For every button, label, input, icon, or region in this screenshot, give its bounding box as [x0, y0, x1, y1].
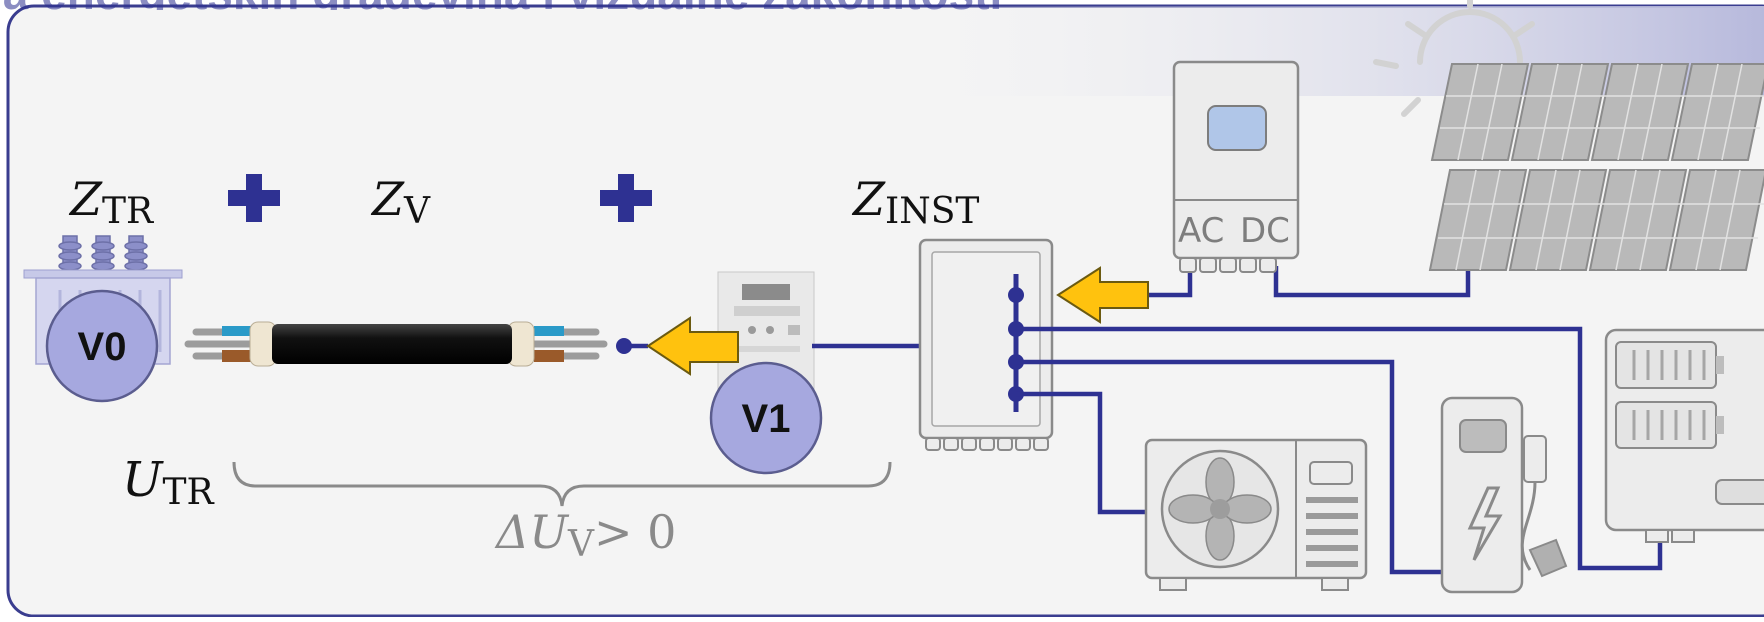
z-tr-label: ZTR	[68, 172, 154, 232]
solar-panels	[1428, 63, 1764, 271]
voltage-drop-brace	[232, 461, 892, 507]
title-fragment: ja energetskih građevina i vizualne zako…	[0, 0, 1764, 10]
cable	[184, 321, 608, 367]
heat-pump-unit	[1144, 438, 1368, 591]
voltage-drop-label: ΔUV> 0	[494, 505, 676, 565]
plus-icon	[228, 174, 280, 222]
power-flow-arrow	[1056, 266, 1149, 324]
lightning-icon	[1467, 486, 1503, 561]
z-v-label: ZV	[370, 172, 431, 232]
svg-text:V1: V1	[742, 397, 791, 441]
dc-label: DC	[1240, 211, 1290, 251]
distribution-box	[918, 238, 1054, 451]
connection-dot	[616, 338, 632, 354]
voltage-point-v1: V1	[709, 361, 823, 475]
sun-icon	[1373, 0, 1535, 117]
plus-icon	[600, 174, 652, 222]
ac-label: AC	[1178, 211, 1224, 251]
svg-text:V0: V0	[78, 325, 127, 369]
battery-storage	[1604, 328, 1764, 543]
inverter: AC DC	[1172, 60, 1300, 273]
ev-charger	[1440, 396, 1568, 594]
power-flow-arrow	[646, 316, 739, 376]
u-tr-label: UTR	[122, 452, 214, 513]
z-inst-label: ZINST	[851, 172, 979, 232]
voltage-point-v0: V0	[45, 289, 159, 403]
plug-icon	[1528, 538, 1568, 578]
